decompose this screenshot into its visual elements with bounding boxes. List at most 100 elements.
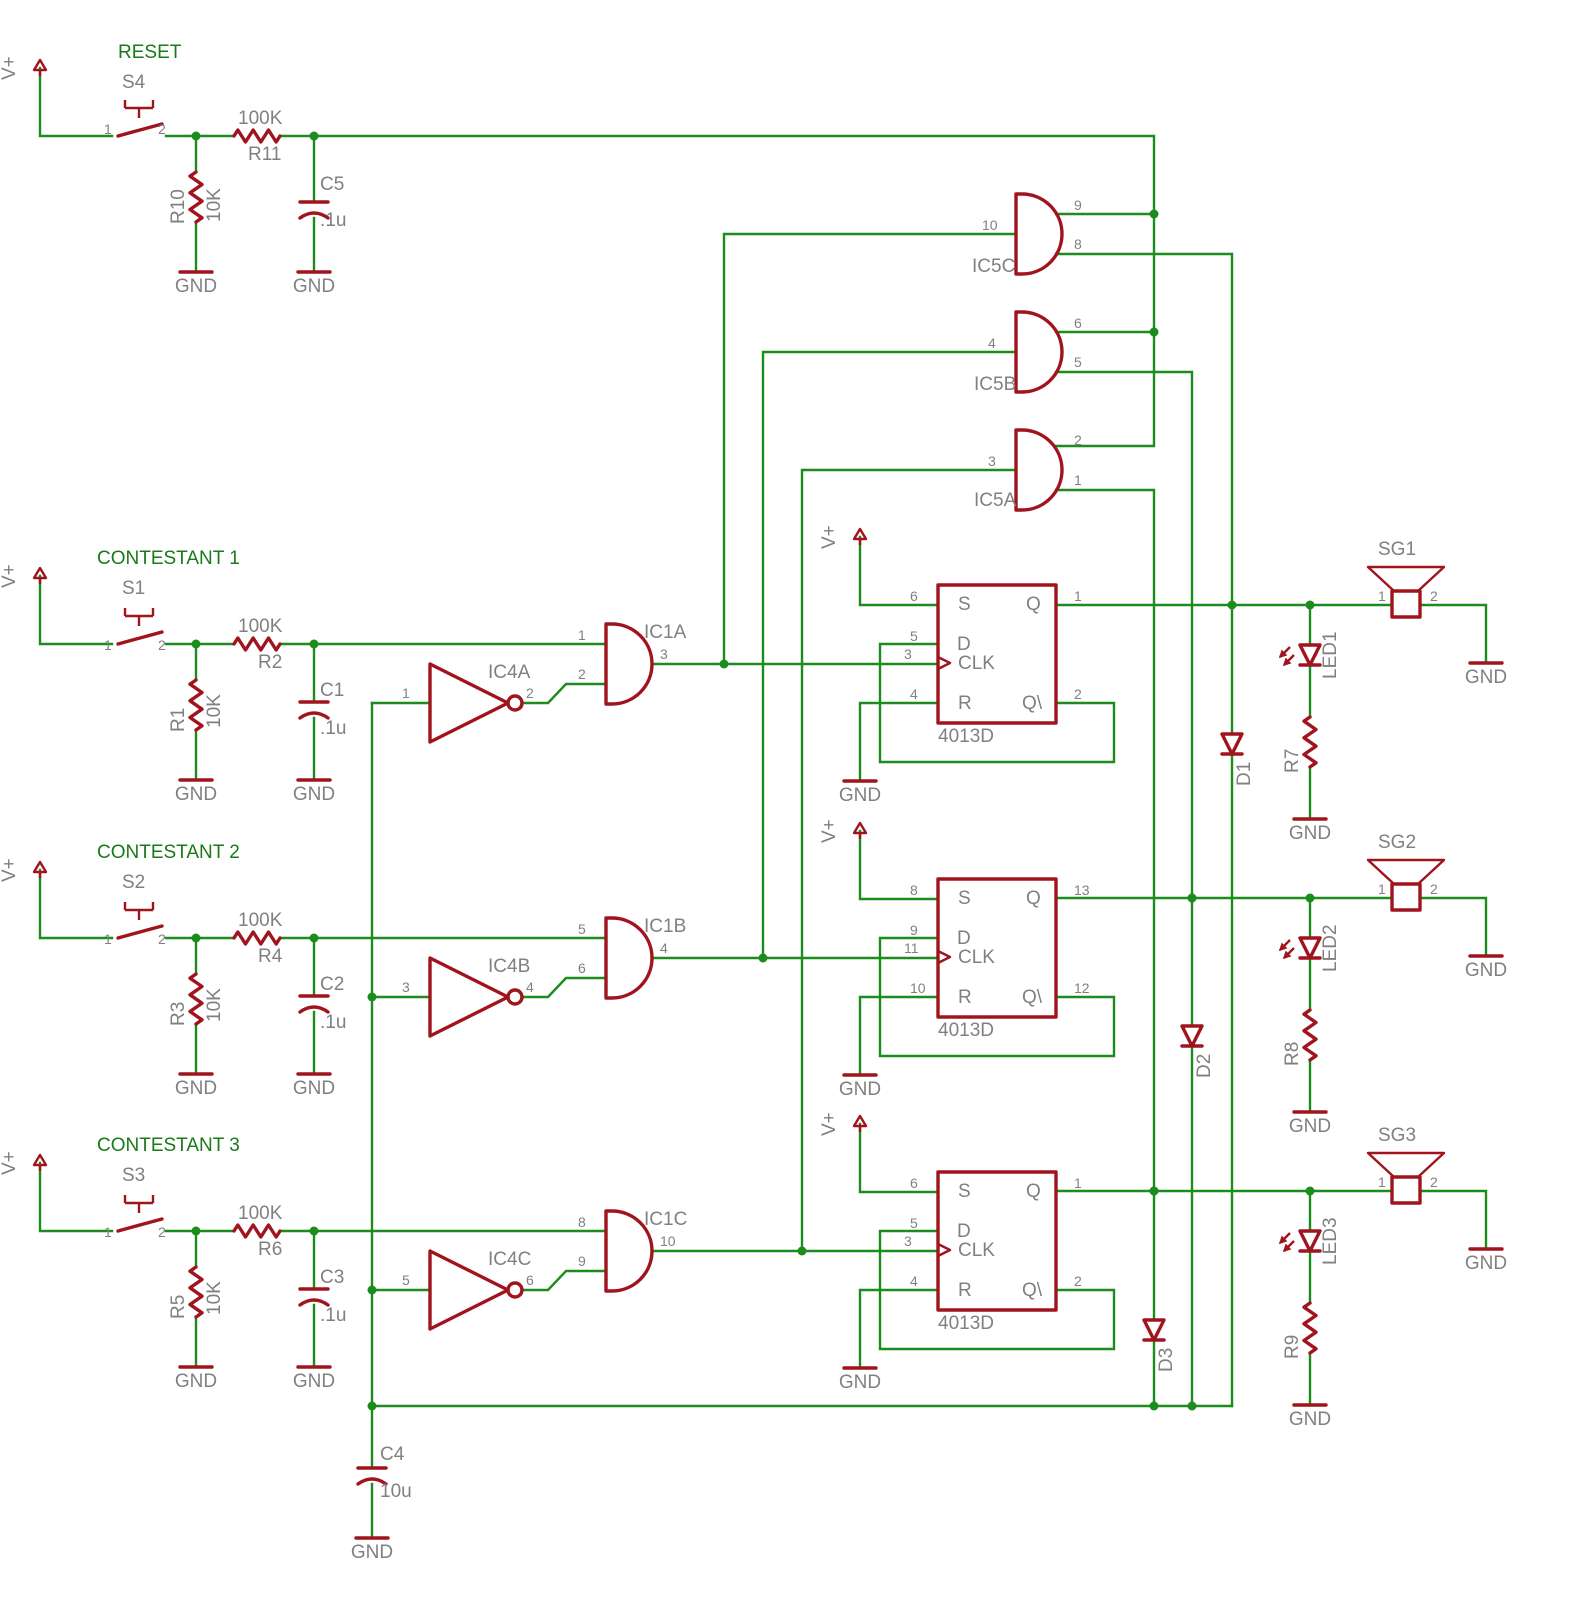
d3-label: D3 (1156, 1348, 1177, 1372)
c2-title: CONTESTANT 2 (97, 842, 240, 863)
ff3-qn-pin: 2 (1074, 1273, 1082, 1289)
r2-name: R2 (258, 652, 282, 673)
ic4b-bubble (506, 988, 524, 1006)
ic4c-out-pin: 6 (526, 1272, 534, 1288)
ff3-d-pin: 5 (910, 1215, 918, 1231)
r4-value: 100K (238, 910, 283, 931)
gnd-label: GND (175, 276, 217, 297)
gnd-label: GND (293, 1371, 335, 1392)
s3-actuator (123, 1195, 155, 1213)
led2-arrows (1278, 942, 1292, 960)
c4-value: 10u (380, 1481, 412, 1502)
s4-label: S4 (122, 72, 146, 93)
r7-name: R7 (1282, 749, 1303, 773)
ff2-part: 4013D (938, 1020, 994, 1041)
ff3-vplus-symbol (852, 1114, 868, 1132)
r5-value: 10K (204, 1281, 225, 1315)
ic1a (604, 622, 654, 706)
ff2-feedback (878, 936, 1116, 1058)
s3-pin2: 2 (158, 1224, 166, 1240)
gnd-label: GND (293, 1078, 335, 1099)
ic5b-out-pin: 5 (1074, 354, 1082, 370)
gnd-label: GND (839, 1372, 881, 1393)
sg1-box (1390, 589, 1422, 619)
r1-value: 10K (204, 694, 225, 728)
s1-contact (116, 630, 164, 646)
sg1-pin1: 1 (1378, 588, 1386, 604)
gnd-label: GND (1465, 667, 1507, 688)
ff1-clk: CLK (958, 653, 995, 674)
ff3-s-pin: 6 (910, 1175, 918, 1191)
ic5c-out-wire (1054, 252, 1234, 736)
r1 (188, 678, 204, 732)
led3-label: LED3 (1320, 1217, 1341, 1265)
ff1-clk-pin: 3 (904, 646, 912, 662)
ff3-r-pin: 4 (910, 1273, 918, 1289)
sg2-label: SG2 (1378, 832, 1416, 853)
junction-dot (367, 1285, 377, 1295)
vplus-label: V+ (0, 564, 20, 588)
ic1b-label: IC1B (644, 916, 686, 937)
ff1-qn-pin: 2 (1074, 686, 1082, 702)
junction-dot (1305, 893, 1315, 903)
ff1-vplus-symbol (852, 527, 868, 545)
ic4c-bubble (506, 1281, 524, 1299)
reset-bus (278, 134, 1156, 448)
ic4c-label: IC4C (488, 1249, 531, 1270)
ic1c-out-pin: 10 (660, 1233, 676, 1249)
ic4a-triangle (428, 662, 510, 744)
gnd-label: GND (1289, 1116, 1331, 1137)
ff1-q-pin: 1 (1074, 588, 1082, 604)
ff2-qn: Q\ (1022, 987, 1043, 1008)
c2-plate-bottom (298, 1005, 330, 1014)
r2 (232, 636, 282, 652)
ff3-q-pin: 1 (1074, 1175, 1082, 1191)
ic1c (604, 1209, 654, 1293)
wire (520, 1269, 608, 1292)
r10-name: R10 (168, 189, 189, 224)
ff3-body (936, 1170, 1058, 1312)
r10-value: 10K (204, 188, 225, 222)
ic4b-in-pin: 3 (402, 979, 410, 995)
ic4a-in-pin: 1 (402, 685, 410, 701)
led1-arrows (1278, 649, 1292, 667)
junction-dot (1149, 1186, 1159, 1196)
r11-name: R11 (248, 144, 281, 165)
wire (858, 829, 940, 901)
ic4a-bubble (506, 694, 524, 712)
junction-dot (367, 992, 377, 1002)
wires (38, 66, 1488, 1540)
ic5a-in-pin: 3 (988, 453, 996, 469)
c3-value: .1u (320, 1305, 346, 1326)
ic1a-in2-pin: 2 (578, 666, 586, 682)
ic5b-in-wire (761, 350, 1018, 960)
ff1-qn: Q\ (1022, 693, 1043, 714)
ic1c-in2-pin: 9 (578, 1253, 586, 1269)
ff1-d-pin: 5 (910, 628, 918, 644)
sg2-box (1390, 882, 1422, 912)
wire (1418, 603, 1488, 665)
vplus-label: V+ (0, 56, 20, 80)
ic1c-in1-pin: 8 (578, 1214, 586, 1230)
ff1-r-pin: 4 (910, 686, 918, 702)
ff3-feedback (878, 1229, 1116, 1351)
r9 (1302, 1301, 1318, 1355)
led2-body (1298, 936, 1322, 960)
junction-dot (367, 1401, 377, 1411)
r11 (232, 128, 282, 144)
r10 (188, 170, 204, 224)
wire (38, 868, 114, 940)
s4-actuator (123, 100, 155, 118)
reset-title: RESET (118, 42, 182, 63)
r5-name: R5 (168, 1295, 189, 1319)
ic5a-in-wire (800, 468, 1018, 1252)
junction-dot (1305, 1186, 1315, 1196)
c1-title: CONTESTANT 1 (97, 548, 240, 569)
r6-value: 100K (238, 1203, 283, 1224)
gnd-label: GND (175, 784, 217, 805)
s2-pin1: 1 (104, 931, 112, 947)
ff1-r: R (958, 693, 972, 714)
ic1b (604, 916, 654, 1000)
ff3-clk-pin: 3 (904, 1233, 912, 1249)
s4-contact (116, 122, 164, 138)
